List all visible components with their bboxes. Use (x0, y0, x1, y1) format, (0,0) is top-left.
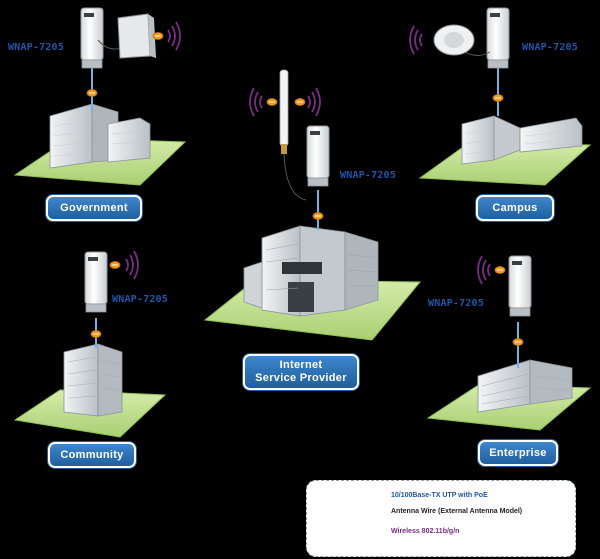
community-access-point (84, 251, 108, 313)
site-community (13, 250, 167, 438)
government-panel-antenna (97, 13, 156, 59)
enterprise-access-point (508, 255, 532, 317)
community-building (63, 343, 123, 417)
legend-utp-text: 10/100Base-TX UTP with PoE (391, 492, 488, 499)
legend-wireless-text: Wireless 802.11b/g/n (391, 528, 460, 535)
isp-label-line1: Internet (279, 359, 323, 371)
isp-label: Internet Service Provider (243, 354, 359, 390)
campus-dish-antenna (433, 24, 491, 56)
site-campus (409, 7, 592, 186)
government-model-label: WNAP-7205 (8, 42, 64, 53)
government-access-point (80, 7, 104, 69)
government-poe-connector (86, 89, 98, 97)
community-poe-connector (90, 330, 102, 338)
campus-label: Campus (476, 195, 554, 221)
isp-antenna-connector-left (266, 98, 278, 106)
isp-wireless-waves-left (249, 87, 263, 117)
government-antenna-connector (152, 32, 164, 40)
community-model-label: WNAP-7205 (112, 294, 168, 305)
isp-poe-connector (312, 212, 324, 220)
enterprise-building (477, 359, 573, 413)
isp-building (243, 225, 379, 317)
community-wireless-waves (125, 250, 139, 280)
site-enterprise (426, 255, 592, 431)
enterprise-wireless-waves (477, 255, 491, 285)
community-antenna-connector (109, 261, 121, 269)
campus-poe-connector (492, 94, 504, 102)
isp-antenna-connector-right (294, 98, 306, 106)
isp-access-point (306, 125, 330, 187)
isp-wireless-waves-right (307, 87, 321, 117)
campus-building (461, 115, 583, 165)
site-isp (203, 69, 422, 341)
isp-label-line2: Service Provider (255, 372, 347, 384)
enterprise-model-label: WNAP-7205 (428, 298, 484, 309)
government-wireless-waves (167, 21, 181, 51)
legend: 10/100Base-TX UTP with PoE Antenna Wire … (306, 480, 576, 557)
campus-wireless-waves (409, 25, 423, 55)
enterprise-label: Enterprise (478, 440, 558, 466)
isp-model-label: WNAP-7205 (340, 170, 396, 181)
isp-omni-antenna (279, 69, 307, 201)
government-label: Government (46, 195, 142, 221)
community-label: Community (48, 442, 136, 468)
enterprise-poe-connector (512, 338, 524, 346)
legend-antenna-wire-text: Antenna Wire (External Antenna Model) (391, 508, 523, 515)
site-government (13, 7, 187, 186)
campus-access-point (486, 7, 510, 69)
enterprise-antenna-connector (494, 266, 506, 274)
government-building (49, 103, 151, 169)
campus-model-label: WNAP-7205 (522, 42, 578, 53)
